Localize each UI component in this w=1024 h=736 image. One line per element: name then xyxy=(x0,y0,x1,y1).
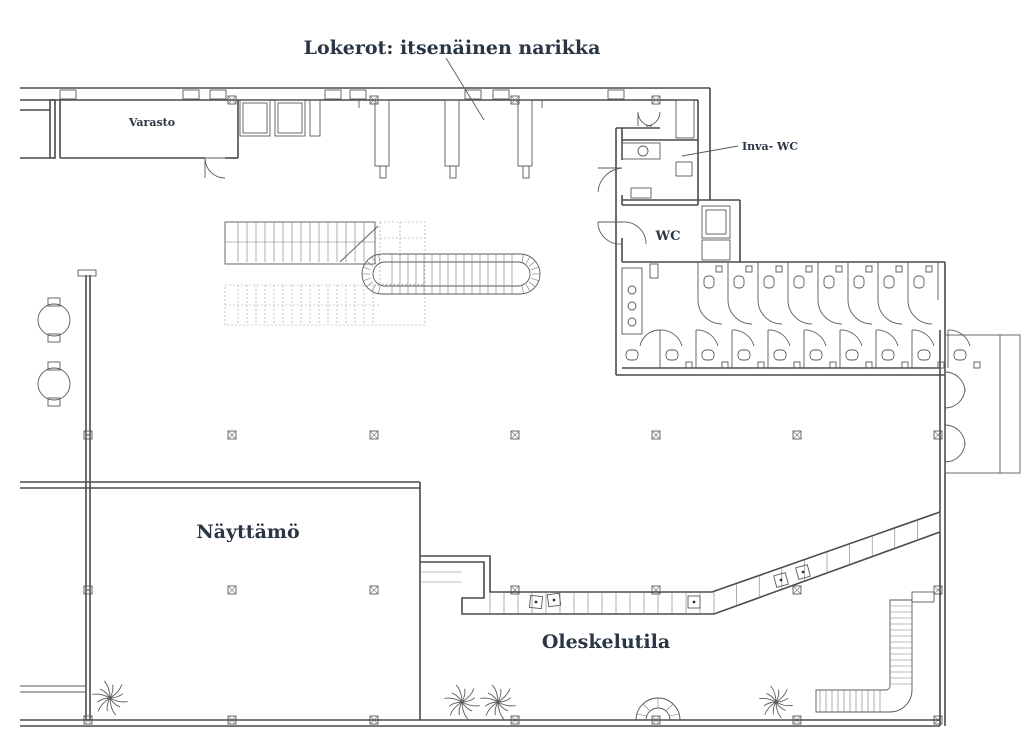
column-marker xyxy=(510,430,520,440)
toilet-stall xyxy=(697,262,723,325)
toilet-stall xyxy=(757,262,783,325)
column-marker xyxy=(369,585,379,595)
plant xyxy=(480,684,516,720)
accessible-wc-fixtures xyxy=(597,99,695,199)
stage-area xyxy=(20,481,421,720)
lounge-label: Oleskelutila xyxy=(542,631,670,653)
stage-label: Näyttämö xyxy=(196,521,299,543)
wc-entrance-door xyxy=(597,221,647,245)
structural-columns xyxy=(83,95,943,725)
southeast-staircase xyxy=(815,591,935,713)
north-wall xyxy=(20,87,711,200)
plant xyxy=(759,685,793,719)
toilet-stall xyxy=(911,329,945,369)
toilet-stall xyxy=(695,329,729,369)
spiral-stair xyxy=(635,697,681,721)
plant xyxy=(92,680,128,716)
sinks xyxy=(621,263,659,335)
column-marker xyxy=(369,430,379,440)
storage-label: Varasto xyxy=(128,116,175,129)
toilet-stall xyxy=(817,262,843,325)
accessible-wc-label: Inva- WC xyxy=(742,140,798,153)
east-wall xyxy=(939,330,1021,726)
upper-toilet-stalls xyxy=(697,262,939,325)
column-marker xyxy=(369,95,379,105)
toilet-stall xyxy=(875,329,909,369)
toilet-stall xyxy=(731,329,765,369)
toilet-stall xyxy=(659,329,693,369)
toilet-stall xyxy=(839,329,873,369)
leader-lines xyxy=(445,57,739,157)
column-marker xyxy=(227,95,237,105)
curved-staircase xyxy=(361,253,541,295)
storage-room xyxy=(20,99,239,179)
plants xyxy=(92,680,793,720)
wc-block-walls xyxy=(615,127,946,376)
seating-pods xyxy=(37,297,71,407)
toilet-stall xyxy=(847,262,873,325)
toilet-stall xyxy=(787,262,813,325)
north-wall-columns xyxy=(59,89,625,100)
column-marker xyxy=(83,585,93,595)
lounge-partition xyxy=(420,511,941,615)
column-marker xyxy=(792,430,802,440)
column-marker xyxy=(651,430,661,440)
toilet-stall xyxy=(877,262,903,325)
lockers-label: Lokerot: itsenäinen narikka xyxy=(304,37,601,59)
column-marker xyxy=(227,430,237,440)
cabinets xyxy=(239,99,321,137)
column-marker xyxy=(651,95,661,105)
toilet-stall xyxy=(947,329,981,369)
locker-pillars xyxy=(358,99,543,179)
west-wall xyxy=(77,269,97,720)
toilet-stall xyxy=(767,329,801,369)
toilet-stall xyxy=(907,262,933,325)
toilet-stall xyxy=(625,329,661,361)
column-marker xyxy=(792,585,802,595)
toilet-stall xyxy=(803,329,837,369)
main-staircase xyxy=(224,221,426,326)
column-marker xyxy=(510,95,520,105)
column-marker xyxy=(227,585,237,595)
column-marker xyxy=(83,430,93,440)
lower-toilet-stalls xyxy=(625,329,981,369)
service-shafts xyxy=(701,205,731,261)
plant xyxy=(444,684,480,720)
toilet-stall xyxy=(727,262,753,325)
south-wall xyxy=(20,719,940,727)
wc-label: WC xyxy=(655,229,681,244)
